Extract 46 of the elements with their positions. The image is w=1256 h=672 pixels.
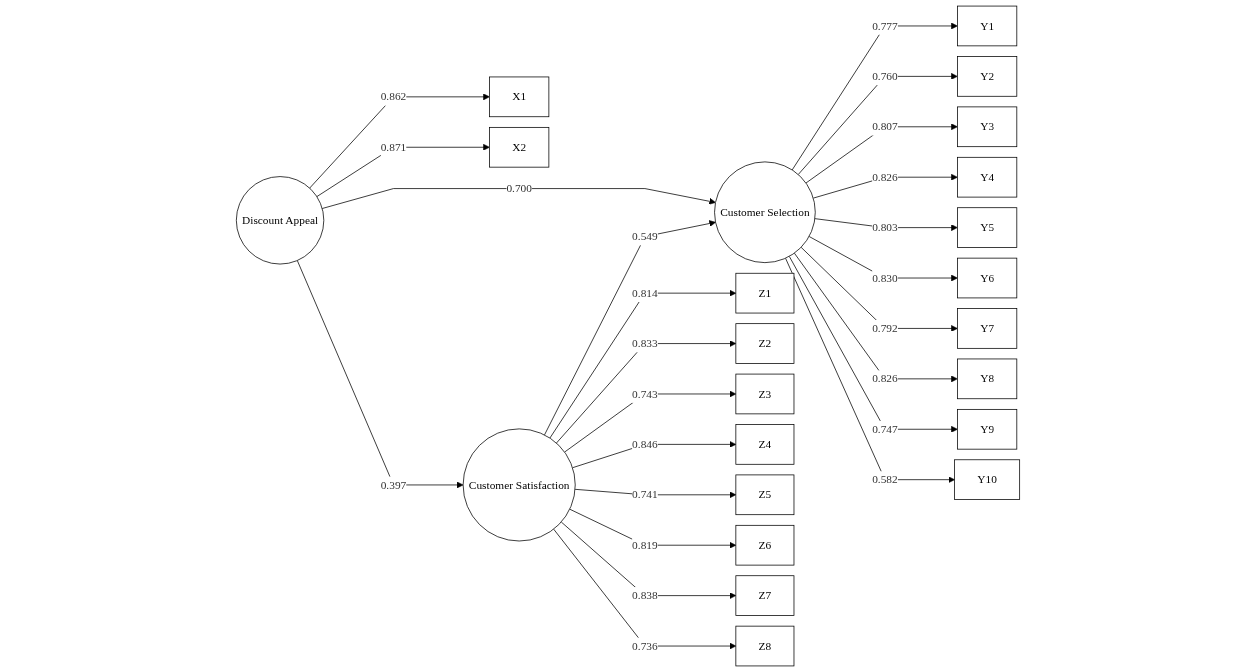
- node-circle: Customer Selection: [714, 161, 816, 263]
- node-box: Y2: [957, 56, 1018, 97]
- edge-label: 0.760: [872, 70, 898, 83]
- edge-label: 0.814: [632, 286, 658, 300]
- node-box: Z3: [735, 373, 795, 415]
- node-box: Y4: [957, 156, 1018, 198]
- node-box: Y6: [957, 257, 1018, 299]
- edge-label: 0.819: [632, 538, 658, 552]
- node-circle: Customer Satisfaction: [462, 428, 576, 542]
- edge-label: 0.582: [872, 473, 898, 486]
- node-box: Y1: [957, 5, 1018, 47]
- node-box: Y5: [957, 207, 1018, 248]
- node-box: Y9: [957, 409, 1018, 450]
- edge-label: 0.741: [632, 488, 658, 501]
- node-box: Y3: [957, 106, 1018, 148]
- edge-label: 0.777: [872, 19, 898, 32]
- edge-label: 0.830: [872, 271, 898, 284]
- edge-label: 0.549: [632, 230, 658, 243]
- node-box: Z7: [735, 575, 795, 616]
- edge-label: 0.792: [872, 322, 898, 335]
- node-box: Z1: [735, 272, 795, 314]
- edge-label: 0.700: [506, 182, 532, 195]
- edge-label: 0.397: [380, 478, 407, 491]
- edge-label: 0.871: [380, 141, 407, 154]
- node-box: Y10: [954, 459, 1021, 500]
- edge-label: 0.826: [872, 170, 898, 184]
- edge-label: 0.747: [872, 423, 898, 436]
- edge-label: 0.838: [632, 589, 658, 602]
- node-box: Z4: [735, 424, 795, 465]
- edge-label: 0.862: [380, 90, 407, 103]
- node-box: Y7: [957, 308, 1018, 349]
- edge-label: 0.743: [632, 387, 658, 400]
- edge-label: 0.833: [632, 337, 658, 350]
- node-box: Y8: [957, 358, 1018, 400]
- edge-label: 0.803: [872, 221, 898, 234]
- node-box: Z2: [735, 323, 795, 364]
- edge-label: 0.846: [632, 438, 658, 451]
- node-box: X2: [489, 127, 550, 168]
- node-box: X1: [489, 76, 550, 118]
- node-circle: Discount Appeal: [235, 176, 325, 265]
- node-box: Z6: [735, 524, 795, 566]
- edge-label: 0.807: [872, 120, 898, 133]
- node-box: Z5: [735, 474, 795, 516]
- edge-label: 0.736: [632, 639, 658, 652]
- edge-label: 0.826: [872, 372, 898, 385]
- node-box: Z8: [735, 625, 795, 667]
